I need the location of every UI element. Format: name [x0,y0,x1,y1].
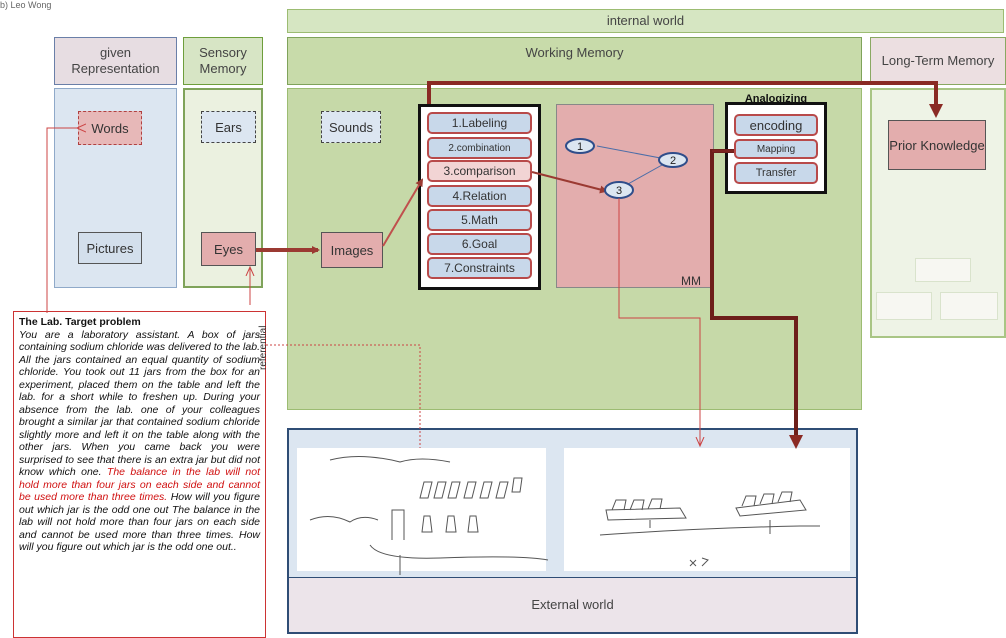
encoding-item: encoding [734,114,818,136]
transfer-item: Transfer [734,162,818,184]
long-term-memory-label: Long-Term Memory [881,53,995,68]
step-item: 6.Goal [427,233,532,255]
ears-label: Ears [215,119,242,135]
sounds-label: Sounds [328,119,374,135]
working-memory-header: Working Memory [287,37,862,85]
given-representation-header: given Representation [54,37,177,85]
words-label: Words [91,120,129,136]
ltm-thumbnail [940,292,998,320]
working-memory-label: Working Memory [525,45,624,60]
images-box: Images [321,232,383,268]
problem-text-2: How will you figure out which jar is the… [19,491,260,553]
mm-node-label: 3 [616,185,622,197]
pictures-label: Pictures [86,240,134,256]
step-item: 7.Constraints [427,257,532,279]
mm-node [658,152,688,168]
sounds-box: Sounds [321,111,381,143]
mental-model-label: MM [681,274,701,288]
ears-box: Ears [201,111,256,143]
mm-node [565,138,595,154]
problem-text-1: You are a laboratory assistant. A box of… [19,328,260,479]
mapping-item: Mapping [734,139,818,159]
images-to-steps-arrow [382,178,424,247]
referential-line [266,344,421,448]
sketch-balance-2 [599,491,820,567]
step-item: 2.combination [427,137,532,159]
working-memory-to-prior-knowledge-arrow [427,81,943,118]
images-label: Images [330,242,374,258]
problem-title: The Lab. Target problem [19,316,141,328]
pictures-box: Pictures [78,232,142,264]
sensory-memory-header: Sensory Memory [183,37,263,85]
top-caption: b) Leo Wong [0,0,52,10]
sketch-jars-1 [309,455,549,575]
mental-model-box [556,104,714,288]
analogizing-to-external-arrow [710,149,803,449]
internal-world-band: internal world [287,9,1004,33]
long-term-memory-header: Long-Term Memory [870,37,1006,85]
sensory-memory-label: Sensory Memory [199,45,247,76]
step-item: 5.Math [427,209,532,231]
step-item: 4.Relation [427,185,532,207]
mm-to-drawing-arrow [618,198,700,445]
external-world-label: External world [531,597,614,612]
internal-world-label: internal world [606,13,685,28]
eyes-label: Eyes [214,241,243,257]
problem-text-red: The balance in the lab will not hold mor… [19,466,260,503]
prior-knowledge-label: Prior Knowledge [889,137,985,153]
external-world-label-box: External world [287,577,858,634]
words-link-line [46,128,78,313]
eyes-box: Eyes [201,232,256,266]
student-drawing-1 [297,448,546,571]
given-representation-label: given Representation [71,45,160,76]
mm-node-label: 2 [670,155,676,167]
comparison-to-mm-arrow [531,171,608,194]
words-box: Words [78,111,142,145]
analogizing-title: Analogizing [744,93,808,105]
ltm-thumbnail [915,258,971,282]
target-problem-box: The Lab. Target problem You are a labora… [13,311,266,638]
step-item: 3.comparison [427,160,532,182]
ltm-thumbnail [876,292,932,320]
mm-node-label: 1 [577,141,583,153]
prior-knowledge-box: Prior Knowledge [888,120,986,170]
step-item: 1.Labeling [427,112,532,134]
